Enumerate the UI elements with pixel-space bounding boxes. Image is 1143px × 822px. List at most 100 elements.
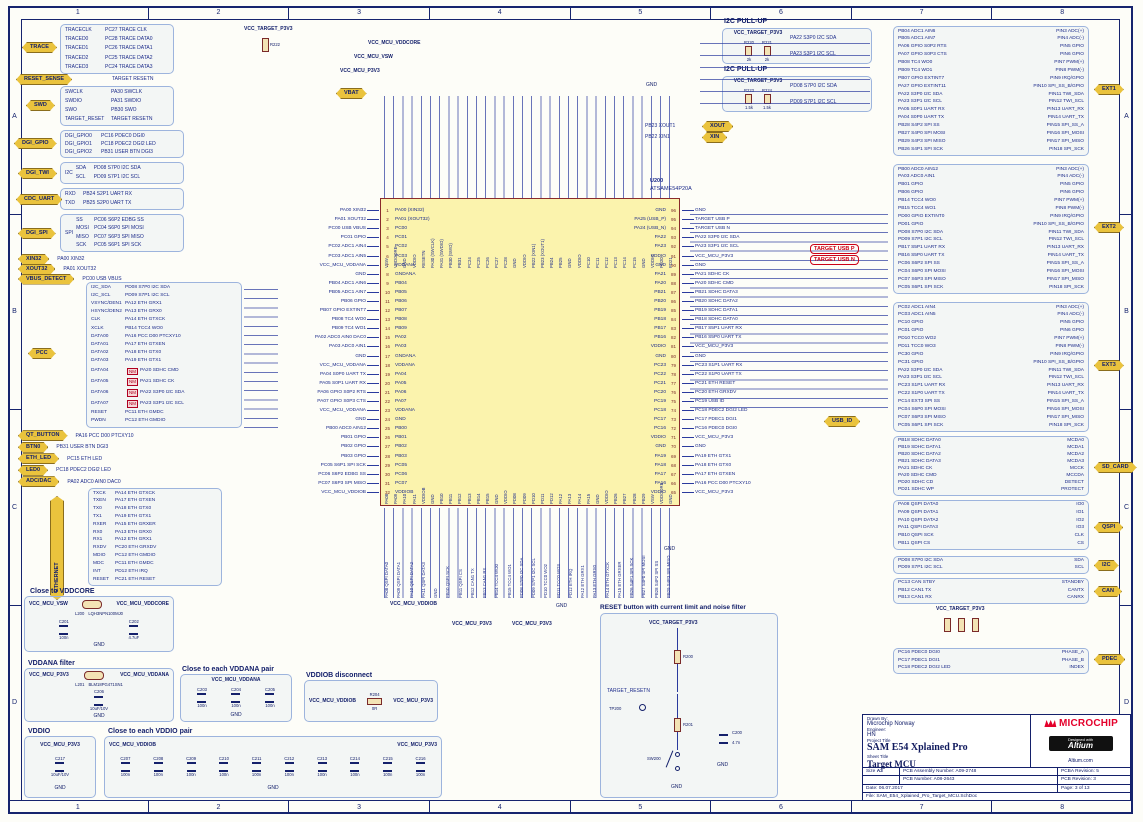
wire	[367, 273, 379, 275]
pin-name: PB08	[395, 317, 407, 323]
net-label: PA15 ETH GRXER	[115, 521, 156, 527]
switch-ref: SW200	[647, 756, 661, 761]
net-label: PB14 TCC4 WO0	[494, 564, 500, 598]
grid-column-label: 8	[992, 801, 1133, 814]
net-label: PA21 SDHC CK	[898, 466, 933, 472]
capacitor-value: 100n	[120, 771, 131, 777]
wire	[367, 282, 379, 284]
wire	[682, 346, 694, 348]
resistor-value: 0R	[371, 705, 378, 711]
gnd-label: GND	[664, 546, 676, 552]
sd-pin-label: MCCDA	[1066, 473, 1084, 479]
pin-number: 16	[384, 344, 390, 350]
size-value: A3	[876, 769, 883, 775]
capacitor-ref: C216	[415, 755, 426, 761]
net-label: PB19 SDHC DATA1	[695, 308, 738, 314]
pin-name: PB15	[484, 493, 490, 504]
net-label: PC05 S6P1 SPI SCK	[320, 462, 366, 468]
vcc-mcu-vsw-label: VCC_MCU_VSW	[354, 54, 393, 60]
pin-number: 89	[670, 271, 676, 277]
pin-number: 24	[384, 417, 390, 423]
net-label: PB11 QSPI CS	[898, 540, 931, 546]
pin-number: 67	[670, 471, 676, 477]
capacitor-ref: C217	[54, 755, 65, 761]
signal-name: TXD	[65, 200, 75, 206]
section-title: Close to each VDDANA pair	[182, 666, 274, 673]
signal-name: TX0	[93, 506, 102, 512]
wire	[682, 382, 694, 384]
header-pin-label: PIN7 PWM(+)	[1054, 198, 1084, 204]
header-pin-label: PIN11 TWI_SDA	[1048, 367, 1084, 373]
header-pin-label: PIN18 SPI_SCK	[1049, 284, 1084, 290]
header-pin-label: PIN13 UART_RX	[1047, 107, 1084, 113]
net-label: PA11 QSPI DATA3	[898, 525, 938, 531]
qspi-pin-label: IO1	[1076, 510, 1084, 516]
net-label: PC18 PDEC2 DGI2 LED	[898, 664, 951, 670]
signal-name: DATA07	[91, 400, 109, 406]
header-pin-label: PIN11 TWI_SDA	[1048, 91, 1084, 97]
net-label: PC03 ADC1 AIN5	[328, 253, 366, 259]
net-label: PC11 ETH GMDC	[125, 410, 164, 416]
sd-pin-label: DETECT	[1064, 480, 1084, 486]
net-label: PA07 GPIO S0P3 CTS	[317, 399, 366, 405]
net-label: GND	[695, 208, 706, 214]
pin-name: GND	[594, 494, 600, 504]
pin-name: VDDIOB	[395, 489, 414, 495]
wire	[367, 246, 379, 248]
wire	[682, 310, 694, 312]
net-label: PA22 S3P0 I2C SDA	[898, 91, 943, 97]
page-number: Page: 3 of 13	[1061, 785, 1090, 791]
wire-bundle-right	[690, 208, 888, 408]
net-label: PB31 USER BTN DGI3	[56, 444, 109, 451]
net-label: PA13 ETH GRX0	[125, 309, 162, 315]
inductor-ref: L201	[75, 682, 85, 688]
pin-name: PC14	[622, 257, 628, 268]
header-pin-label: PIN16 SPI_MOSI	[1046, 268, 1084, 274]
pin-name: PC19	[654, 399, 666, 405]
grid-column-label: 8	[992, 6, 1133, 19]
pin-number: 17	[384, 353, 390, 359]
header-pin-label: PIN13 UART_RX	[1047, 245, 1084, 251]
altium-site-link[interactable]: Altium.com	[1068, 758, 1093, 764]
pin-name: PD08	[512, 493, 518, 504]
signal-name: VSYNC/DEN1	[91, 301, 122, 307]
pin-number: 20	[384, 380, 390, 386]
pin-name: PB02	[395, 444, 407, 450]
gnd-label: GND	[646, 82, 658, 88]
header-pin-label: PIN7 PWM(+)	[1054, 336, 1084, 342]
pin-name: VDDIO	[650, 435, 666, 441]
signal-name: RESET	[93, 576, 109, 582]
pin-number: 77	[670, 380, 676, 386]
pin-name: GND	[494, 494, 500, 504]
pin-name: PA04	[395, 371, 407, 377]
net-label: PA00 XIN32	[339, 208, 366, 214]
net-label: PB14 TCC4 WO0	[898, 198, 936, 204]
net-label: PB07 GPIO EXTINT7	[898, 75, 945, 81]
header-pin-label: PIN4 ADC(-)	[1057, 312, 1084, 318]
pin-number: 65	[670, 489, 676, 495]
pcb-number: PCB Number: A08-2643	[900, 776, 1058, 784]
wire-bundle-topright	[700, 34, 870, 104]
pin-number: 75	[670, 399, 676, 405]
pin-name: GND	[655, 208, 666, 214]
